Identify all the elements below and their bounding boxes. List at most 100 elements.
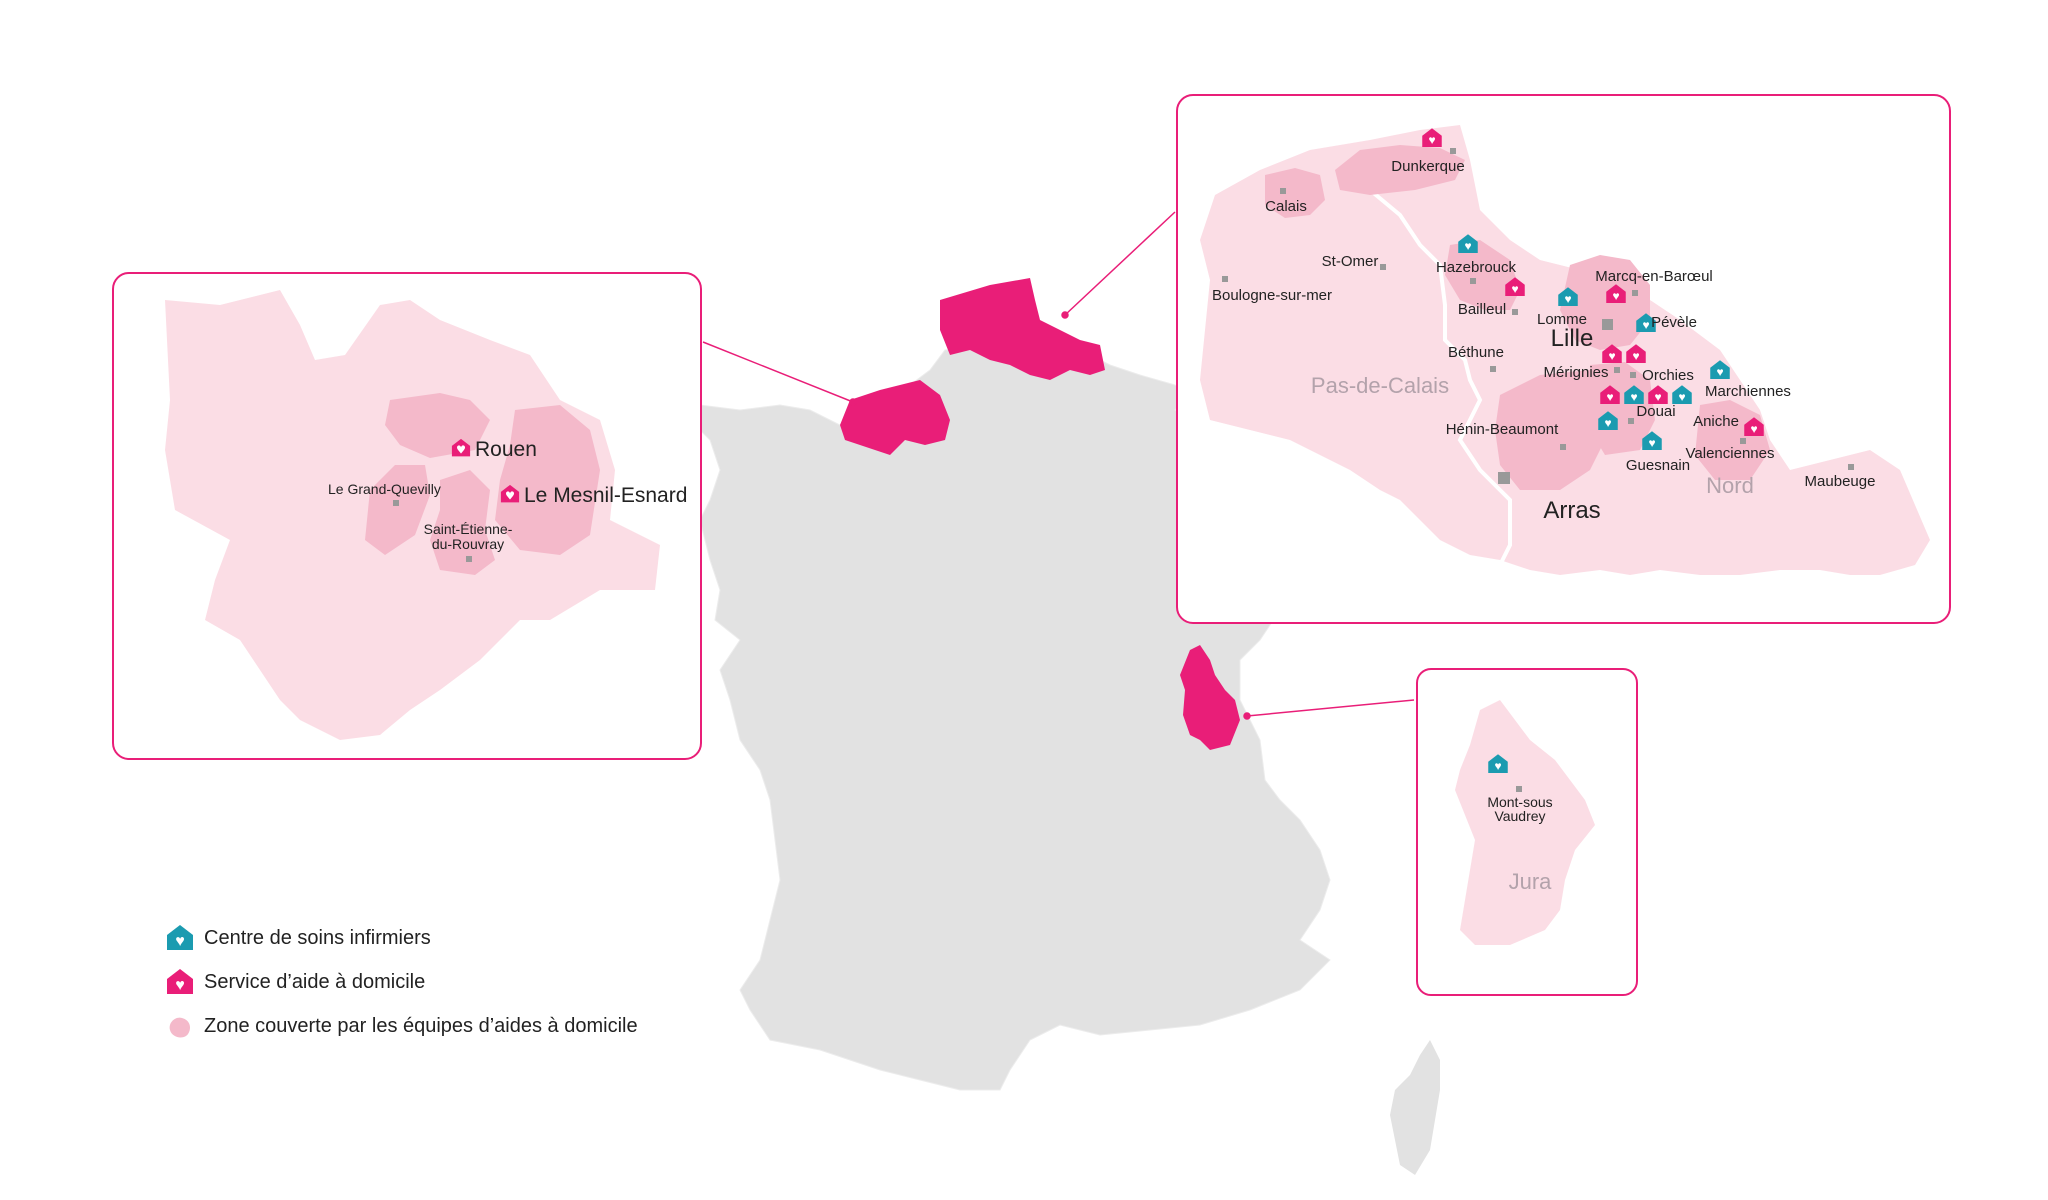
label-douai: Douai: [1636, 403, 1675, 420]
label-marchiennes: Marchiennes: [1705, 383, 1791, 400]
nord-zone-hazebrouck: [1445, 240, 1520, 310]
marker-mesnil-esnard[interactable]: ♥: [500, 484, 520, 503]
legend-label-homehelp: Service d’aide à domicile: [204, 970, 426, 993]
marker-aniche: ♥: [1744, 417, 1764, 436]
svg-text:♥: ♥: [1428, 133, 1435, 147]
svg-text:♥: ♥: [1648, 436, 1655, 450]
legend-item-homehelp: ♥ Service d’aide à domicile: [164, 960, 638, 1004]
label-saint-etienne-2: du-Rouvray: [432, 536, 504, 552]
marker-dunkerque: ♥: [1422, 128, 1442, 147]
label-calais: Calais: [1265, 198, 1307, 215]
label-guesnain: Guesnain: [1626, 457, 1690, 474]
label-hazebrouck: Hazebrouck: [1436, 259, 1517, 276]
label-vaudrey: Vaudrey: [1494, 808, 1545, 824]
label-dunkerque: Dunkerque: [1391, 158, 1464, 175]
label-maubeuge: Maubeuge: [1805, 473, 1876, 490]
house-heart-icon-pink: ♥: [167, 969, 193, 994]
label-saint-etienne-1: Saint-Étienne-: [424, 521, 513, 537]
house-heart-icon-teal: ♥: [167, 925, 193, 950]
svg-text:♥: ♥: [1511, 282, 1518, 296]
label-bailleul: Bailleul: [1458, 301, 1506, 318]
label-henin: Hénin-Beaumont: [1446, 421, 1559, 438]
region-border: [1367, 159, 1512, 566]
legend-label-nurse: Centre de soins infirmiers: [204, 926, 431, 949]
legend: ♥ Centre de soins infirmiers ♥ Service d…: [164, 916, 638, 1048]
marker-hazebrouck: ♥: [1458, 234, 1478, 253]
svg-text:♥: ♥: [1630, 390, 1637, 404]
marker-orchies-d: ♥: [1672, 385, 1692, 404]
label-boulogne: Boulogne-sur-mer: [1212, 287, 1332, 304]
label-mesnil-esnard: Le Mesnil-Esnard: [524, 484, 687, 507]
dot-mont-sous-vaudrey: [1516, 786, 1522, 792]
label-marcq: Marcq-en-Barœul: [1595, 268, 1713, 285]
svg-text:♥: ♥: [1608, 349, 1615, 363]
highlight-seine-maritime: [840, 380, 950, 455]
callout-lines: [702, 211, 1415, 720]
marker-pevele: ♥: [1636, 313, 1656, 332]
marker-orchies-c: ♥: [1648, 385, 1668, 404]
svg-text:♥: ♥: [1750, 422, 1757, 436]
svg-text:♥: ♥: [456, 444, 466, 457]
label-pas-de-calais: Pas-de-Calais: [1311, 373, 1449, 398]
marker-marcq: ♥: [1606, 284, 1626, 303]
marker-henin: ♥: [1598, 411, 1618, 430]
svg-text:♥: ♥: [175, 933, 185, 950]
svg-text:♥: ♥: [1606, 390, 1613, 404]
legend-item-nurse: ♥ Centre de soins infirmiers: [164, 916, 638, 960]
label-valenciennes: Valenciennes: [1686, 445, 1775, 462]
label-arras: Arras: [1543, 497, 1600, 524]
nord-zone-dunkerque: [1335, 145, 1465, 195]
legend-label-zone: Zone couverte par les équipes d’aides à …: [204, 1014, 638, 1037]
legend-item-zone: Zone couverte par les équipes d’aides à …: [164, 1004, 638, 1048]
label-orchies: Orchies: [1642, 367, 1694, 384]
marker-orchies-a: ♥: [1600, 385, 1620, 404]
dot-grand-quevilly: [393, 500, 399, 506]
corsica: [1390, 1040, 1440, 1175]
inset-jura: ♥ Mont-sous Vaudrey Jura: [1416, 668, 1638, 996]
marker-merignies-a: ♥: [1602, 344, 1622, 363]
marker-orchies-b: ♥: [1624, 385, 1644, 404]
label-pevele: Pévèle: [1651, 314, 1697, 331]
nord-zone-henin: [1495, 370, 1615, 490]
svg-text:♥: ♥: [1654, 390, 1661, 404]
nord-markers[interactable]: ♥ ♥ ♥ ♥ ♥ ♥ ♥ ♥ ♥ ♥ ♥ ♥ ♥ ♥ ♥ ♥: [1422, 128, 1764, 450]
label-grand-quevilly: Le Grand-Quevilly: [328, 481, 441, 497]
svg-text:♥: ♥: [175, 977, 185, 994]
svg-text:♥: ♥: [1632, 349, 1639, 363]
nord-zone-calais: [1265, 168, 1325, 218]
marker-guesnain: ♥: [1642, 431, 1662, 450]
label-lille: Lille: [1551, 325, 1594, 352]
france-map: [689, 278, 1440, 1175]
nord-city-dots: [1222, 148, 1854, 484]
normandie-zone-mesnil: [495, 405, 600, 555]
label-st-omer: St-Omer: [1322, 253, 1379, 270]
svg-text:♥: ♥: [1494, 759, 1501, 773]
marker-mont-sous-vaudrey[interactable]: ♥: [1488, 754, 1508, 773]
marker-bailleul: ♥: [1505, 277, 1525, 296]
svg-text:♥: ♥: [1716, 365, 1723, 379]
label-lomme: Lomme: [1537, 311, 1587, 328]
highlight-nord-pas-de-calais: [940, 278, 1105, 380]
marker-marchiennes: ♥: [1710, 360, 1730, 379]
svg-text:♥: ♥: [1642, 318, 1649, 332]
inset-nord: Pas-de-Calais Nord ♥ ♥ ♥ ♥ ♥ ♥ ♥ ♥ ♥ ♥ ♥: [1176, 94, 1951, 624]
svg-text:♥: ♥: [505, 490, 515, 503]
dot-saint-etienne: [466, 556, 472, 562]
svg-text:♥: ♥: [1564, 292, 1571, 306]
svg-text:♥: ♥: [1464, 239, 1471, 253]
label-jura: Jura: [1509, 869, 1553, 894]
svg-text:♥: ♥: [1604, 416, 1611, 430]
svg-text:♥: ♥: [1612, 289, 1619, 303]
nord-zone-lille: [1560, 255, 1650, 350]
marker-rouen[interactable]: ♥: [451, 438, 471, 457]
inset-normandie: ♥ Rouen ♥ Le Mesnil-Esnard Le Grand-Quev…: [112, 272, 702, 760]
marker-lomme: ♥: [1558, 287, 1578, 306]
svg-text:♥: ♥: [1678, 390, 1685, 404]
normandie-zone-grand-quevilly: [365, 465, 430, 555]
label-bethune: Béthune: [1448, 344, 1504, 361]
label-aniche: Aniche: [1693, 413, 1739, 430]
label-merignies: Mérignies: [1543, 364, 1608, 381]
nord-zone-douai: [1590, 362, 1655, 455]
highlight-jura: [1180, 645, 1240, 750]
